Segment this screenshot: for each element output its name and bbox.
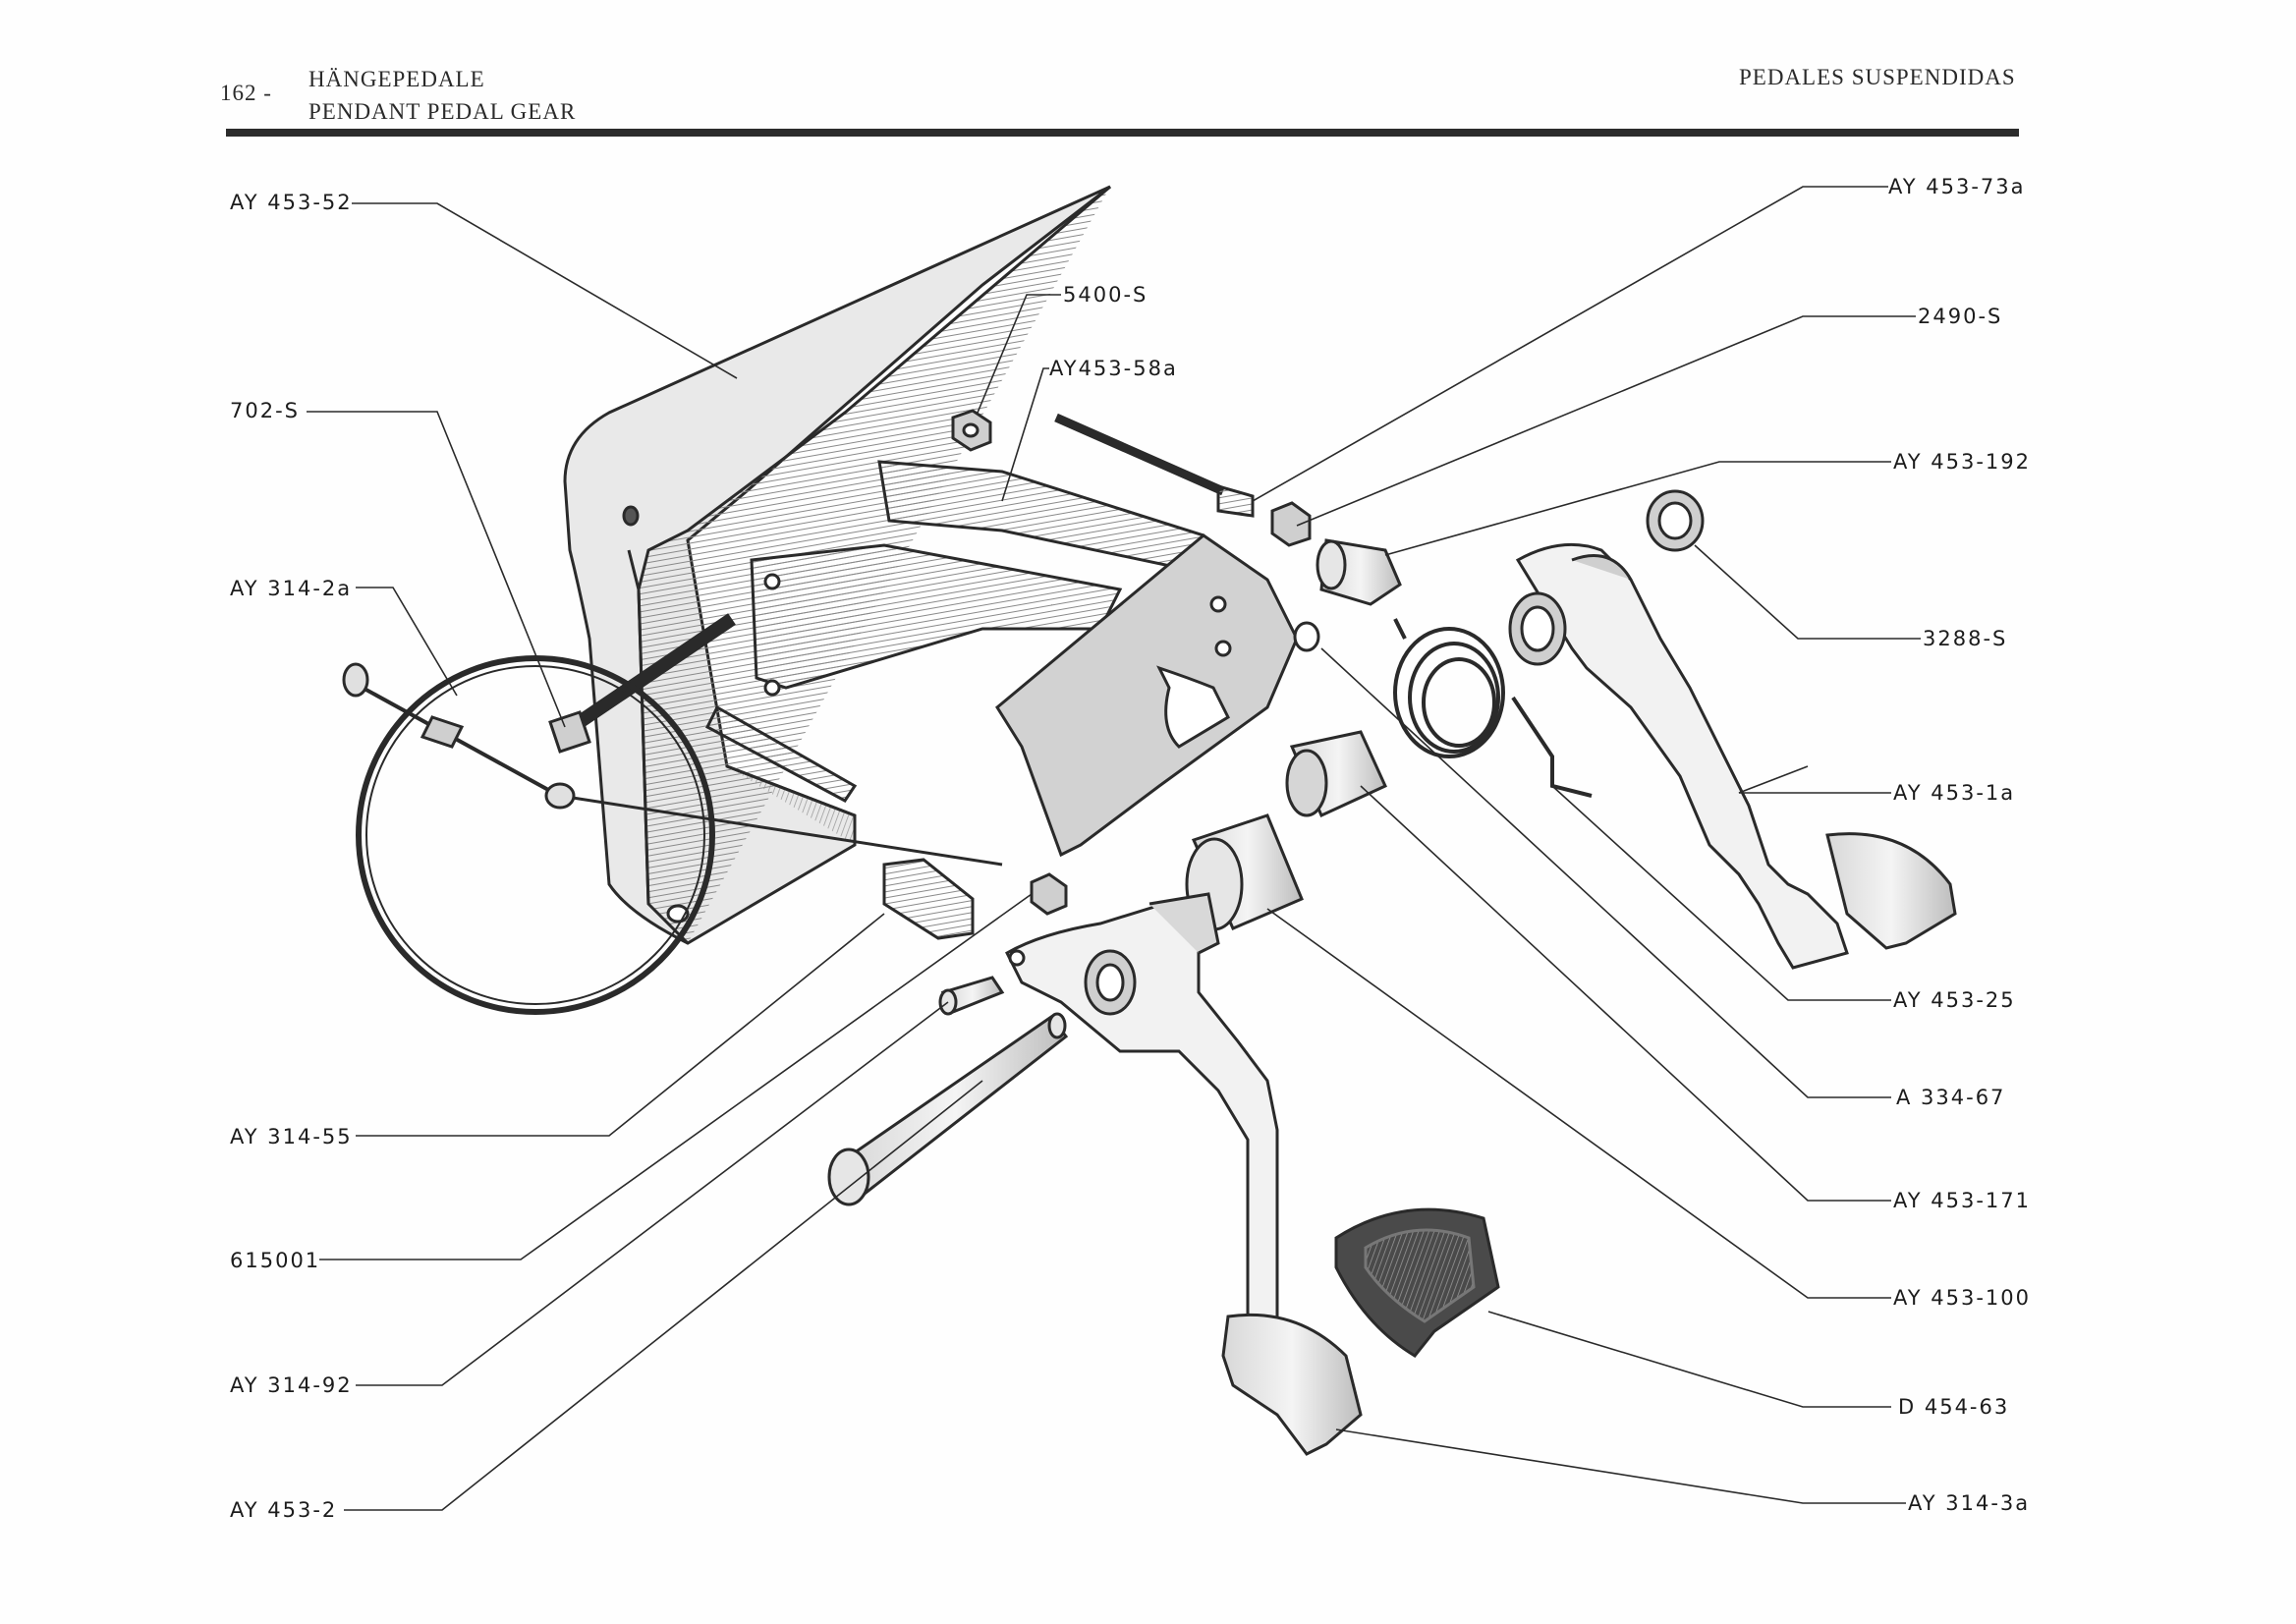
push-rod-clevis bbox=[1316, 538, 1402, 606]
clutch-cable bbox=[342, 655, 1003, 1015]
pivot-pin-ay314-92 bbox=[938, 976, 1005, 1016]
pivot-pin-a334 bbox=[1293, 621, 1320, 652]
part-label-ay314-55: AY 314-55 bbox=[230, 1125, 353, 1148]
part-label-ay453-52: AY 453-52 bbox=[230, 191, 353, 214]
clutch-pedal bbox=[1005, 892, 1363, 1456]
pedal-rubber bbox=[1334, 1207, 1500, 1358]
part-label-2490-s: 2490-S bbox=[1918, 305, 2003, 328]
part-label-615001: 615001 bbox=[230, 1249, 321, 1272]
part-label-3288-s: 3288-S bbox=[1923, 627, 2008, 650]
small-nut bbox=[1030, 872, 1068, 916]
part-label-ay453-171: AY 453-171 bbox=[1893, 1189, 2031, 1212]
pedal-box bbox=[750, 460, 1299, 858]
part-label-ay453-73a: AY 453-73a bbox=[1888, 175, 2026, 198]
brake-pedal bbox=[1508, 542, 1957, 970]
part-label-702-s: 702-S bbox=[230, 399, 300, 422]
title-spanish: PEDALES SUSPENDIDAS bbox=[1739, 65, 2016, 89]
part-label-d454-63: D 454-63 bbox=[1898, 1395, 2010, 1419]
nut-5400-s bbox=[951, 409, 992, 452]
nut-2490-s bbox=[1270, 501, 1312, 547]
title-german: HÄNGEPEDALE bbox=[308, 67, 485, 91]
cable-clevis bbox=[882, 858, 975, 940]
header-rule bbox=[226, 129, 2019, 137]
page-number: 162 - bbox=[220, 81, 272, 105]
part-label-5400-s: 5400-S bbox=[1063, 283, 1148, 307]
long-bolt bbox=[548, 613, 736, 754]
part-label-ay314-3a: AY 314-3a bbox=[1908, 1491, 2031, 1515]
push-rod bbox=[1054, 413, 1255, 518]
bushing-ay453-171 bbox=[1285, 730, 1387, 818]
part-label-ay453-2: AY 453-2 bbox=[230, 1498, 338, 1522]
part-label-ay453-58a: AY453-58a bbox=[1049, 357, 1178, 380]
part-label-ay453-100: AY 453-100 bbox=[1893, 1286, 2031, 1310]
return-spring bbox=[1393, 618, 1593, 798]
part-label-ay453-25: AY 453-25 bbox=[1893, 988, 2016, 1012]
part-label-ay453-192: AY 453-192 bbox=[1893, 450, 2031, 474]
part-label-ay314-92: AY 314-92 bbox=[230, 1373, 353, 1397]
part-label-a334-67: A 334-67 bbox=[1896, 1086, 2006, 1109]
bushing-3288-s bbox=[1646, 489, 1705, 552]
part-label-ay314-2a: AY 314-2a bbox=[230, 577, 353, 600]
part-label-ay453-1a: AY 453-1a bbox=[1893, 781, 2016, 805]
title-english: PENDANT PEDAL GEAR bbox=[308, 99, 577, 124]
pedal-shaft bbox=[827, 1012, 1069, 1206]
leader-lines bbox=[307, 186, 1921, 1511]
